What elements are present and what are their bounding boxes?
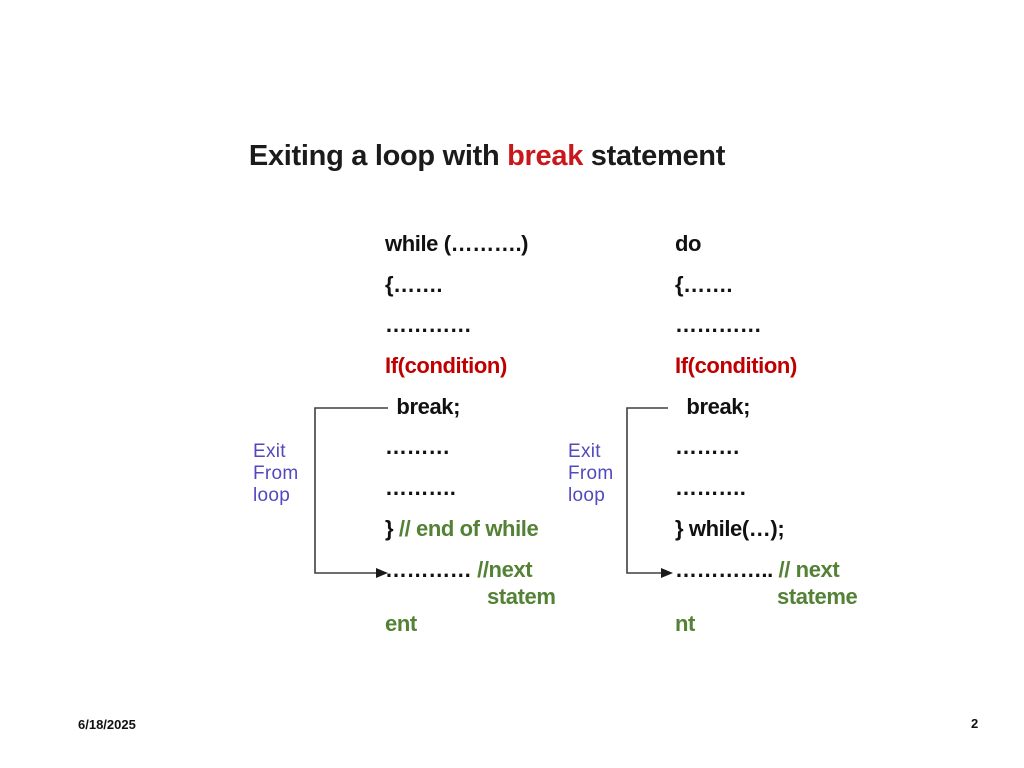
arrowhead-icon bbox=[661, 568, 673, 578]
title-prefix: Exiting a loop with bbox=[248, 140, 508, 172]
code-line: ………. bbox=[385, 474, 456, 501]
code-line: ……… bbox=[385, 433, 450, 460]
code-line: {……. bbox=[675, 271, 732, 298]
code-line: ……… bbox=[675, 433, 740, 460]
exit-arrow-left bbox=[314, 407, 388, 578]
code-line: break; bbox=[385, 393, 460, 420]
footer-page-number: 2 bbox=[971, 716, 979, 731]
code-segment-code: ……… bbox=[385, 434, 450, 459]
code-line: {……. bbox=[385, 271, 442, 298]
code-line: ………. bbox=[675, 474, 746, 501]
code-line: ………… bbox=[385, 311, 472, 338]
code-line: ………… //next bbox=[385, 556, 533, 583]
code-line: nt bbox=[675, 610, 695, 637]
code-segment-comment: ent bbox=[385, 611, 417, 636]
code-segment-code: } bbox=[385, 516, 399, 541]
code-segment-comment: // end of while bbox=[398, 516, 539, 541]
code-segment-code: break; bbox=[385, 394, 461, 419]
title-highlight-break: break bbox=[507, 140, 584, 172]
code-line: ent bbox=[385, 610, 417, 637]
code-line: stateme bbox=[777, 583, 858, 610]
code-block-while: while (……….) {……. ………… If(condition) break;… bbox=[385, 0, 625, 768]
code-segment-comment: stateme bbox=[777, 584, 858, 609]
code-segment-code: while (……….) bbox=[385, 231, 529, 256]
slide-title: Exiting a loop with break statement bbox=[249, 140, 725, 173]
code-line: while (……….) bbox=[385, 230, 528, 257]
code-line: } while(…); bbox=[675, 515, 785, 542]
footer-date: 6/18/2025 bbox=[78, 717, 136, 732]
code-segment-condition: If(condition) bbox=[675, 353, 797, 378]
code-segment-code: ………. bbox=[675, 475, 746, 500]
exit-from-loop-label-left: Exit From loop bbox=[253, 441, 299, 506]
code-segment-code: {……. bbox=[675, 272, 733, 297]
code-line: do bbox=[675, 230, 701, 257]
code-line: } // end of while bbox=[385, 515, 539, 542]
code-segment-code: ………… bbox=[385, 557, 478, 582]
code-segment-code: ……… bbox=[675, 434, 740, 459]
code-segment-comment: // next bbox=[778, 557, 840, 582]
code-block-do-while: do {……. ………… If(condition) break; ……… ………. } w… bbox=[675, 0, 915, 768]
code-segment-code: } while(…); bbox=[675, 516, 785, 541]
code-segment-code: ………… bbox=[675, 312, 762, 337]
code-segment-condition: If(condition) bbox=[385, 353, 507, 378]
code-line: ………….. // next bbox=[675, 556, 840, 583]
code-segment-comment: nt bbox=[675, 611, 695, 636]
code-segment-comment: statem bbox=[487, 584, 556, 609]
exit-from-loop-label-right: Exit From loop bbox=[568, 441, 614, 506]
code-segment-code: ………… bbox=[385, 312, 472, 337]
code-line: If(condition) bbox=[385, 352, 507, 379]
code-line: ………… bbox=[675, 311, 762, 338]
code-segment-code: do bbox=[675, 231, 702, 256]
code-line: statem bbox=[487, 583, 556, 610]
title-suffix: statement bbox=[583, 140, 726, 172]
code-segment-code: ………….. bbox=[675, 557, 779, 582]
code-segment-code: {……. bbox=[385, 272, 443, 297]
code-line: break; bbox=[675, 393, 750, 420]
code-segment-comment: //next bbox=[477, 557, 533, 582]
code-segment-code: ………. bbox=[385, 475, 456, 500]
code-segment-code: break; bbox=[675, 394, 751, 419]
code-line: If(condition) bbox=[675, 352, 797, 379]
